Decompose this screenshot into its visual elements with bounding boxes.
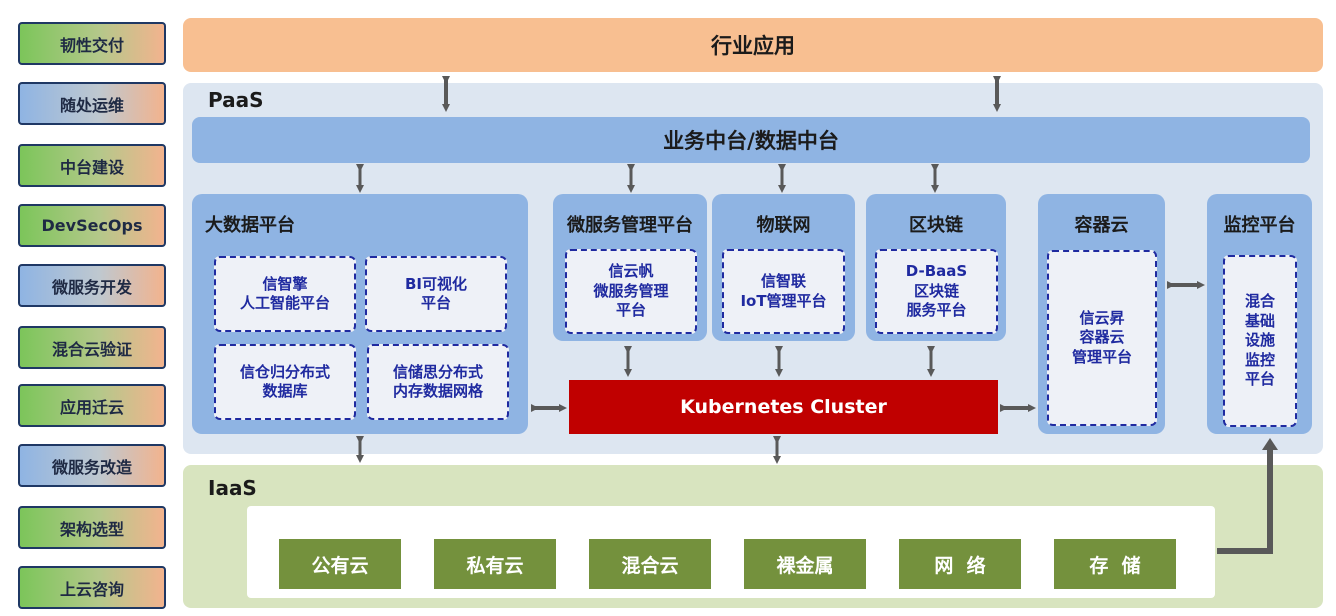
sidebar-item-cloud-consulting[interactable]: 上云咨询 [18, 566, 166, 609]
bi-visualization-box: BI可视化 平台 [365, 256, 507, 332]
iaas-bare-metal: 裸金属 [744, 539, 866, 589]
iaas-private-cloud: 私有云 [434, 539, 556, 589]
iaas-public-cloud: 公有云 [279, 539, 401, 589]
distributed-database-box: 信仓归分布式 数据库 [214, 344, 356, 420]
blockchain-service-box: D-BaaS 区块链 服务平台 [875, 249, 998, 334]
in-memory-data-grid-box: 信储思分布式 内存数据网格 [367, 344, 509, 420]
blockchain-title: 区块链 [909, 215, 963, 236]
hybrid-infra-monitor-box: 混合 基础 设施 监控 平台 [1223, 255, 1297, 427]
iaas-resource-panel [247, 506, 1215, 598]
business-data-middle-platform: 业务中台/数据中台 [192, 117, 1310, 163]
arrow-iaas-monitor [1217, 448, 1273, 554]
sidebar-item-architecture-selection[interactable]: 架构选型 [18, 506, 166, 549]
bigdata-platform-title: 大数据平台 [205, 215, 295, 236]
sidebar-item-resilient-delivery[interactable]: 韧性交付 [18, 22, 166, 65]
monitoring-title: 监控平台 [1223, 215, 1296, 236]
container-cloud-title: 容器云 [1074, 215, 1129, 236]
container-cloud-mgmt-box: 信云昇 容器云 管理平台 [1047, 250, 1157, 426]
microservice-title: 微服务管理平台 [567, 215, 693, 236]
iaas-label: IaaS [208, 476, 257, 500]
arrow-iaas-monitor-head [1262, 438, 1278, 450]
sidebar-item-hybrid-cloud-verify[interactable]: 混合云验证 [18, 326, 166, 369]
sidebar-item-ops-anywhere[interactable]: 随处运维 [18, 82, 166, 125]
paas-label: PaaS [208, 88, 264, 112]
kubernetes-cluster: Kubernetes Cluster [569, 380, 998, 434]
sidebar-item-app-migration[interactable]: 应用迁云 [18, 384, 166, 427]
iot-mgmt-box: 信智联 IoT管理平台 [722, 249, 845, 334]
sidebar-item-microservice-refactor[interactable]: 微服务改造 [18, 444, 166, 487]
iot-title: 物联网 [756, 215, 811, 236]
iaas-storage: 存 储 [1054, 539, 1176, 589]
ai-platform-box: 信智擎 人工智能平台 [214, 256, 356, 332]
sidebar-item-devsecops[interactable]: DevSecOps [18, 204, 166, 247]
iaas-hybrid-cloud: 混合云 [589, 539, 711, 589]
microservice-mgmt-box: 信云帆 微服务管理 平台 [565, 249, 697, 334]
industry-application-band: 行业应用 [183, 18, 1323, 72]
sidebar-item-middle-platform[interactable]: 中台建设 [18, 144, 166, 187]
iaas-network: 网 络 [899, 539, 1021, 589]
sidebar-item-microservice-dev[interactable]: 微服务开发 [18, 264, 166, 307]
